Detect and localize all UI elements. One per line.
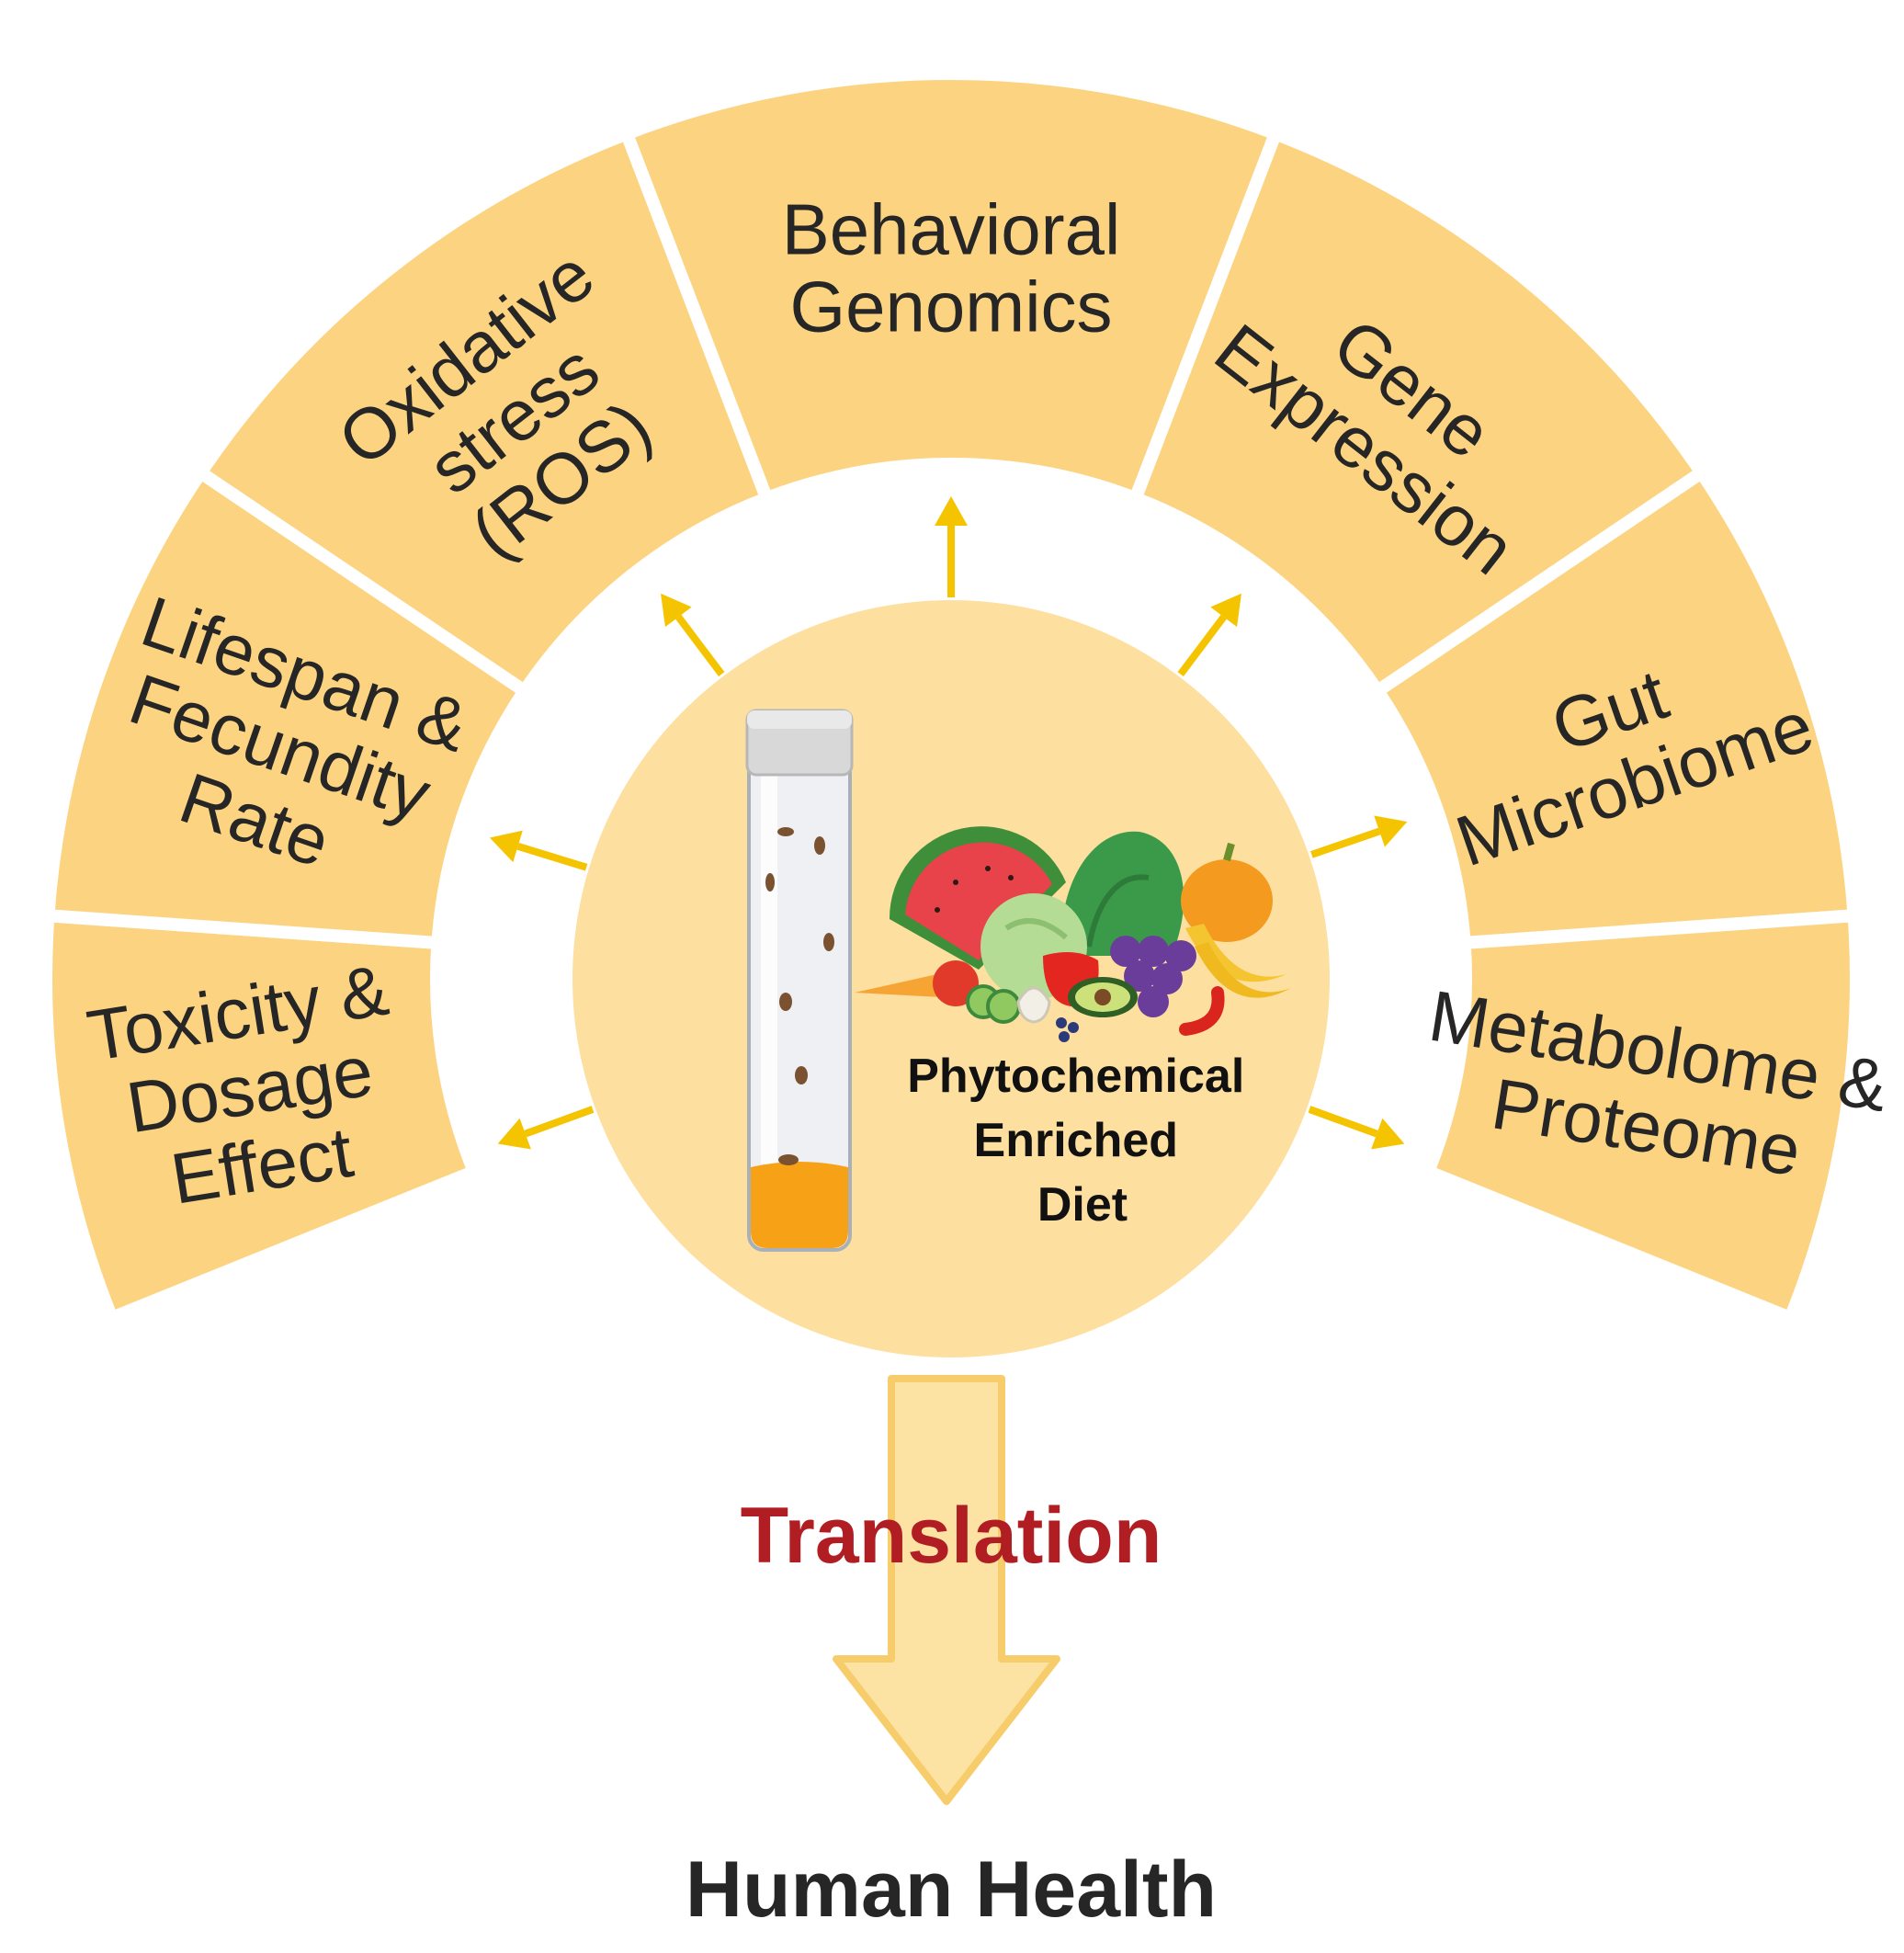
arrow-head <box>1371 1118 1405 1150</box>
human-health-label: Human Health <box>686 1845 1217 1934</box>
fly-vial-icon <box>745 709 854 1252</box>
segment-label-line: Genomics <box>789 267 1112 347</box>
arrow-to-toxicity <box>497 1106 595 1150</box>
segment-gut <box>1371 466 1861 949</box>
center-label-line: Diet <box>1037 1178 1128 1232</box>
segment-behavioral <box>620 67 1282 505</box>
translation-arrow <box>833 1375 1060 1805</box>
center-label: Phytochemical Enriched Diet <box>907 1050 1257 1232</box>
arrow-head <box>497 1118 531 1150</box>
segment-label-gene-expression: GeneExpression <box>1200 247 1577 590</box>
arrow-head <box>661 593 692 628</box>
segment-toxicity <box>40 909 481 1324</box>
arrow-shaft <box>1177 614 1227 676</box>
arrow-shaft <box>1310 827 1381 858</box>
arrow-to-behavioral <box>935 496 968 597</box>
arrow-head <box>489 830 523 863</box>
arrow-to-lifespan <box>489 830 588 871</box>
segment-label-line: Behavioral <box>782 189 1121 270</box>
segment-metabolome <box>1422 909 1863 1324</box>
translation-label: Translation <box>741 1492 1162 1580</box>
arrow-to-metabolome <box>1308 1106 1405 1150</box>
segment-oxidative <box>194 127 774 698</box>
arrow-to-gene-expression <box>1177 593 1241 676</box>
segment-gene-expression <box>1128 127 1708 698</box>
arrow-head <box>1210 593 1241 628</box>
arrow-shaft <box>675 614 725 676</box>
center-label-line: Phytochemical <box>907 1050 1244 1103</box>
center-label-line: Enriched <box>974 1114 1179 1167</box>
arrow-shaft <box>1308 1106 1378 1138</box>
segment-lifespan <box>41 466 531 949</box>
arrow-shaft <box>524 1106 595 1138</box>
arrow-to-oxidative <box>661 593 725 676</box>
fruits-vegetables-icon <box>855 826 1291 1042</box>
arrow-head <box>1374 815 1408 847</box>
arrow-to-gut <box>1310 815 1408 858</box>
outcome-arrows <box>489 496 1408 1150</box>
arrow-head <box>935 496 968 526</box>
arrow-shaft <box>516 843 588 871</box>
